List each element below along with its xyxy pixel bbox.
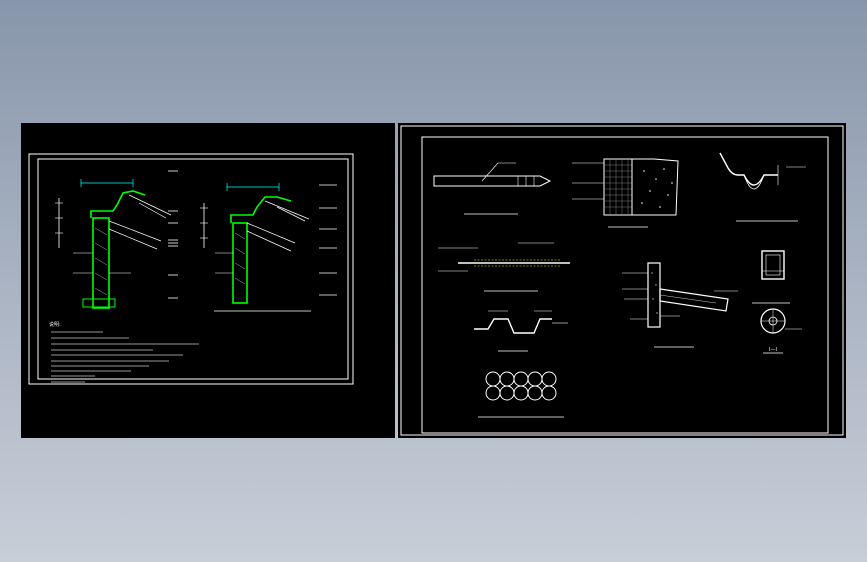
wall-body xyxy=(92,217,110,309)
detail-channel[interactable] xyxy=(719,152,806,222)
detail-pile-row[interactable] xyxy=(478,371,564,418)
detail-circle-section-title: I—I xyxy=(769,347,777,353)
wall-section-a[interactable] xyxy=(55,179,172,309)
outer-frame-right xyxy=(400,125,844,436)
drawing-sheet-left[interactable]: 说明: xyxy=(21,123,395,438)
section-a-side-column xyxy=(168,170,178,299)
wall-crest xyxy=(90,190,146,218)
left-sheet-canvas: 说明: xyxy=(28,153,354,385)
detail-mesh-section[interactable] xyxy=(572,158,679,228)
detail-box-section[interactable] xyxy=(761,250,785,280)
detail-joint[interactable] xyxy=(622,262,738,348)
drawing-sheet-right[interactable]: I—I xyxy=(398,123,846,438)
detail-anchor-rod[interactable] xyxy=(433,162,552,215)
wall-section-b[interactable] xyxy=(200,183,311,312)
detail-rebar[interactable] xyxy=(438,242,570,292)
right-sheet-canvas: I—I xyxy=(400,125,844,436)
wall-crest-b xyxy=(230,196,292,223)
notes-block: 说明: xyxy=(49,321,199,383)
outer-frame xyxy=(28,153,354,385)
inner-frame-right xyxy=(421,136,829,434)
detail-circle-section[interactable]: I—I xyxy=(752,302,802,354)
section-b-side-column xyxy=(319,184,337,296)
notes-heading: 说明: xyxy=(49,321,61,328)
inner-frame xyxy=(37,158,349,380)
wall-body-b xyxy=(232,222,248,304)
detail-wave-profile[interactable] xyxy=(474,310,568,352)
